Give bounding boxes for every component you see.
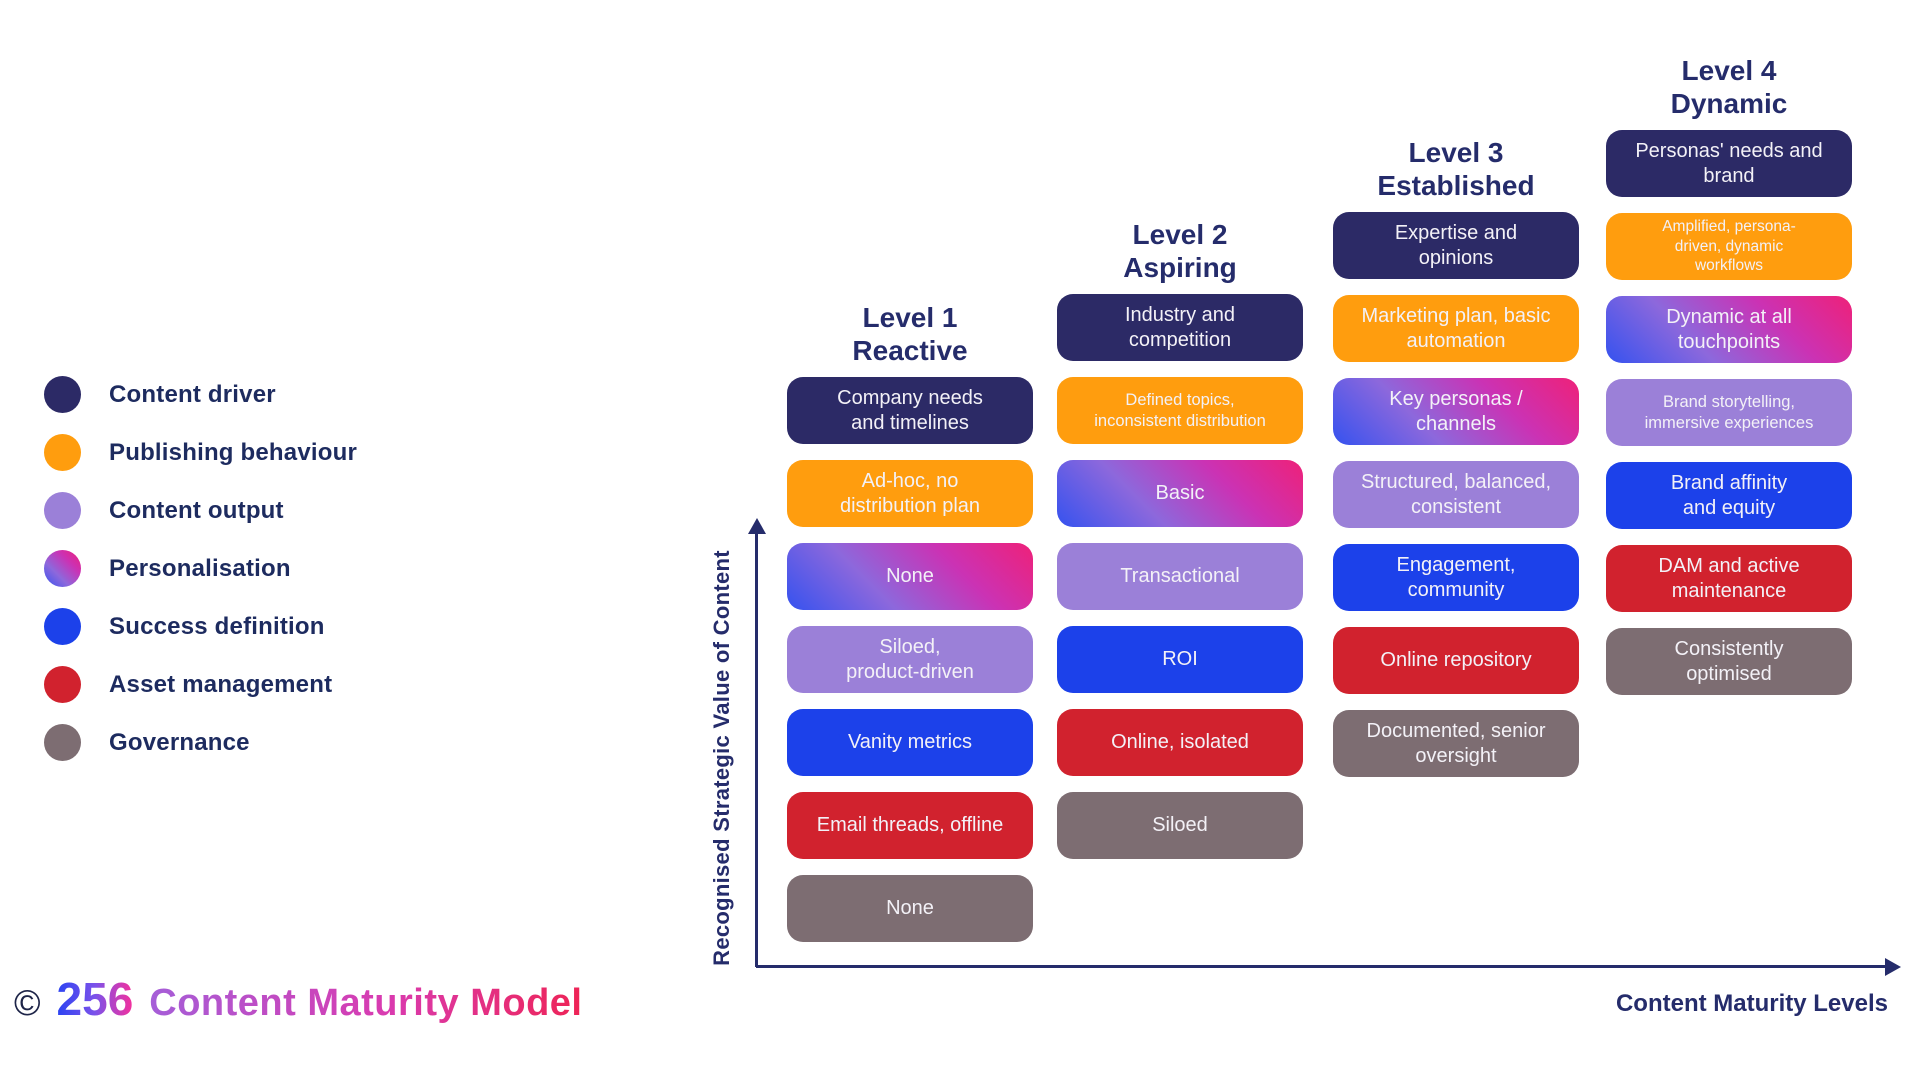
diagram-title: Content Maturity Model (149, 982, 583, 1024)
column-boxes: Expertise and opinions Marketing plan, b… (1333, 212, 1579, 777)
matrix-box-content-output: Transactional (1057, 543, 1303, 610)
matrix-box-success-definition: Vanity metrics (787, 709, 1033, 776)
column-level-1: Level 1 Reactive Company needs and timel… (787, 295, 1033, 942)
matrix-box-personalisation: Dynamic at all touchpoints (1606, 296, 1852, 363)
copyright-icon: © (14, 982, 41, 1023)
matrix-box-asset-management: Email threads, offline (787, 792, 1033, 859)
matrix-box-content-driver: Personas' needs and brand (1606, 130, 1852, 197)
matrix-box-publishing-behaviour: Defined topics, inconsistent distributio… (1057, 377, 1303, 444)
legend-item-governance: Governance (44, 724, 357, 761)
y-axis-arrow-icon (748, 518, 766, 534)
content-driver-swatch-icon (44, 376, 81, 413)
matrix-box-publishing-behaviour: Ad-hoc, no distribution plan (787, 460, 1033, 527)
legend-label: Asset management (109, 670, 333, 698)
matrix-box-content-driver: Expertise and opinions (1333, 212, 1579, 279)
legend-item-asset-management: Asset management (44, 666, 357, 703)
legend-label: Success definition (109, 612, 325, 640)
legend-item-personalisation: Personalisation (44, 550, 357, 587)
x-axis-line (756, 965, 1888, 968)
legend: Content driver Publishing behaviour Cont… (44, 376, 357, 761)
level-name: Reactive (852, 334, 968, 366)
matrix-box-content-output: Structured, balanced, consistent (1333, 461, 1579, 528)
column-boxes: Company needs and timelines Ad-hoc, no d… (787, 377, 1033, 942)
column-boxes: Industry and competition Defined topics,… (1057, 294, 1303, 859)
personalisation-swatch-icon (44, 550, 81, 587)
column-level-4: Level 4 Dynamic Personas' needs and bran… (1606, 48, 1852, 695)
column-level-2: Level 2 Aspiring Industry and competitio… (1057, 212, 1303, 859)
matrix-box-personalisation: None (787, 543, 1033, 610)
legend-item-content-output: Content output (44, 492, 357, 529)
matrix-box-content-driver: Industry and competition (1057, 294, 1303, 361)
matrix-box-governance: Documented, senior oversight (1333, 710, 1579, 777)
matrix-box-content-driver: Company needs and timelines (787, 377, 1033, 444)
governance-swatch-icon (44, 724, 81, 761)
matrix-box-success-definition: Engagement, community (1333, 544, 1579, 611)
column-boxes: Personas' needs and brand Amplified, per… (1606, 130, 1852, 695)
x-axis-arrow-icon (1885, 958, 1901, 976)
legend-label: Personalisation (109, 554, 291, 582)
matrix-box-personalisation: Key personas / channels (1333, 378, 1579, 445)
matrix-box-governance: None (787, 875, 1033, 942)
legend-label: Content driver (109, 380, 276, 408)
matrix-box-publishing-behaviour: Marketing plan, basic automation (1333, 295, 1579, 362)
matrix-box-governance: Consistently optimised (1606, 628, 1852, 695)
matrix-box-success-definition: ROI (1057, 626, 1303, 693)
matrix-box-content-output: Siloed, product-driven (787, 626, 1033, 693)
matrix-box-asset-management: DAM and active maintenance (1606, 545, 1852, 612)
level-number: Level 1 (862, 301, 958, 333)
success-definition-swatch-icon (44, 608, 81, 645)
column-title: Level 1 Reactive (787, 295, 1033, 367)
column-title: Level 3 Established (1333, 130, 1579, 202)
legend-item-content-driver: Content driver (44, 376, 357, 413)
legend-label: Content output (109, 496, 284, 524)
matrix-box-publishing-behaviour: Amplified, persona- driven, dynamic work… (1606, 213, 1852, 280)
matrix-box-asset-management: Online, isolated (1057, 709, 1303, 776)
level-number: Level 4 (1681, 54, 1777, 86)
content-output-swatch-icon (44, 492, 81, 529)
column-level-3: Level 3 Established Expertise and opinio… (1333, 130, 1579, 777)
publishing-behaviour-swatch-icon (44, 434, 81, 471)
legend-label: Publishing behaviour (109, 438, 358, 466)
level-name: Dynamic (1670, 87, 1788, 119)
legend-item-publishing-behaviour: Publishing behaviour (44, 434, 357, 471)
column-title: Level 4 Dynamic (1606, 48, 1852, 120)
matrix-box-asset-management: Online repository (1333, 627, 1579, 694)
matrix-box-content-output: Brand storytelling, immersive experience… (1606, 379, 1852, 446)
brand-logo-256: 256 (56, 973, 134, 1025)
x-axis-label: Content Maturity Levels (1615, 990, 1888, 1017)
legend-item-success-definition: Success definition (44, 608, 357, 645)
level-number: Level 3 (1408, 136, 1504, 168)
matrix-box-governance: Siloed (1057, 792, 1303, 859)
level-name: Aspiring (1123, 251, 1237, 283)
matrix-box-personalisation: Basic (1057, 460, 1303, 527)
matrix-box-success-definition: Brand affinity and equity (1606, 462, 1852, 529)
footer-brand: © 256 Content Maturity Model (14, 972, 582, 1026)
level-number: Level 2 (1132, 218, 1228, 250)
level-name: Established (1377, 169, 1535, 201)
column-title: Level 2 Aspiring (1057, 212, 1303, 284)
y-axis-label: Recognised Strategic Value of Content (709, 550, 734, 966)
y-axis-line (755, 531, 758, 967)
asset-management-swatch-icon (44, 666, 81, 703)
legend-label: Governance (109, 728, 250, 756)
